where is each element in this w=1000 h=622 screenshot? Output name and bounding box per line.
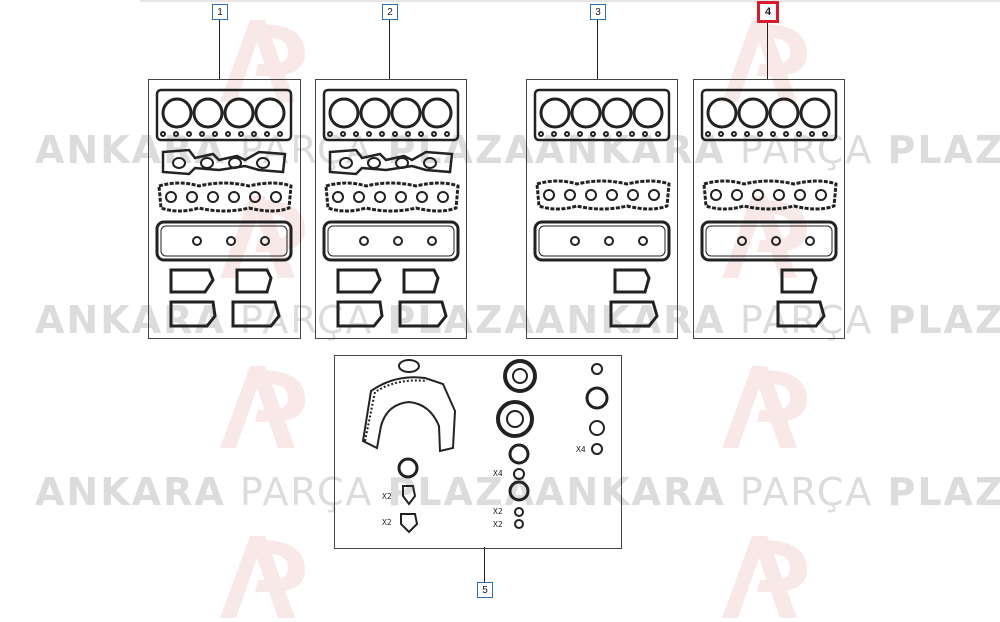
callout-2[interactable]: 2 bbox=[382, 4, 398, 20]
small-gasket-d bbox=[609, 300, 659, 328]
small-gasket-a bbox=[169, 268, 215, 294]
timing-cover-gasket bbox=[361, 376, 457, 453]
spark-plug-seal-1 bbox=[402, 485, 417, 506]
valve-cover-gasket bbox=[155, 220, 293, 262]
head-gasket bbox=[155, 88, 293, 142]
small-gasket-c bbox=[780, 268, 818, 294]
watermark-logo bbox=[722, 536, 807, 618]
leader-line-2 bbox=[389, 20, 390, 79]
qty-label: X4 bbox=[493, 469, 503, 478]
qty-label: X2 bbox=[493, 520, 503, 529]
valve-seal bbox=[513, 468, 525, 480]
oil-seal-medium bbox=[508, 443, 530, 465]
exhaust-gasket bbox=[702, 179, 838, 211]
leader-line-1 bbox=[219, 20, 220, 79]
valve-cover-gasket bbox=[533, 220, 671, 262]
gasket-set-drawing bbox=[322, 88, 460, 328]
gasket-set-panel-3[interactable] bbox=[526, 79, 678, 339]
oil-seal-large-2 bbox=[496, 400, 534, 438]
gasket-set-panel-1[interactable] bbox=[148, 79, 301, 339]
callout-1[interactable]: 1 bbox=[212, 4, 228, 20]
gasket-set-drawing bbox=[155, 88, 293, 328]
seals-panel-5[interactable]: X2 X2 X4 X2 X2 X4 bbox=[334, 355, 622, 549]
watermark-text: ANKARA PARÇA PLAZA bbox=[535, 128, 1000, 172]
leader-line-5 bbox=[484, 547, 485, 582]
watermark-text: ANKARA PARÇA PLAZA bbox=[535, 470, 1000, 514]
callout-3[interactable]: 3 bbox=[590, 4, 606, 20]
ring-3 bbox=[589, 420, 605, 436]
small-gasket-c bbox=[613, 268, 651, 294]
valve-cover-gasket bbox=[322, 220, 460, 262]
exhaust-gasket bbox=[535, 179, 671, 211]
watermark-text: ANKARA PARÇA PLAZA bbox=[535, 298, 1000, 342]
oil-seal-large-1 bbox=[503, 359, 537, 393]
gasket-set-drawing bbox=[533, 88, 671, 328]
gasket-set-panel-2[interactable] bbox=[315, 79, 467, 339]
head-gasket bbox=[700, 88, 838, 142]
qty-label: X4 bbox=[576, 445, 586, 454]
spark-plug-seal-2 bbox=[400, 513, 419, 534]
exhaust-gasket bbox=[324, 181, 460, 213]
qty-label: X2 bbox=[493, 507, 503, 516]
seal-small-1 bbox=[508, 480, 530, 502]
small-gasket-b bbox=[336, 300, 384, 328]
head-gasket bbox=[322, 88, 460, 142]
ring-2 bbox=[585, 386, 609, 410]
small-top-gasket bbox=[398, 359, 420, 373]
watermark-logo bbox=[722, 20, 807, 102]
ring-4 bbox=[591, 443, 603, 455]
valve-cover-gasket bbox=[700, 220, 838, 262]
callout-5[interactable]: 5 bbox=[477, 582, 493, 598]
seal-small-3 bbox=[514, 519, 524, 529]
watermark-logo bbox=[220, 536, 305, 618]
watermark-logo bbox=[220, 20, 305, 102]
small-gasket-c bbox=[235, 268, 273, 294]
watermark-text: ANKARA PARÇA PLAZA bbox=[35, 470, 536, 514]
small-gasket-b bbox=[169, 300, 217, 328]
qty-label: X2 bbox=[382, 492, 392, 501]
small-gasket-d bbox=[776, 300, 826, 328]
exhaust-gasket bbox=[157, 181, 293, 213]
ring-5 bbox=[397, 457, 419, 479]
small-gasket-c bbox=[402, 268, 440, 294]
callout-4-selected[interactable]: 4 bbox=[757, 1, 779, 23]
small-gasket-d bbox=[398, 300, 448, 328]
watermark-logo bbox=[220, 366, 305, 448]
seals-drawing: X2 X2 X4 X2 X2 X4 bbox=[361, 359, 609, 534]
watermark-logo bbox=[722, 196, 807, 278]
watermark-logo bbox=[722, 366, 807, 448]
small-gasket-d bbox=[231, 300, 281, 328]
top-divider bbox=[140, 0, 1000, 2]
head-gasket bbox=[533, 88, 671, 142]
leader-line-3 bbox=[597, 20, 598, 79]
leader-line-4 bbox=[767, 23, 768, 79]
intake-gasket bbox=[161, 148, 287, 176]
small-gasket-a bbox=[336, 268, 382, 294]
qty-label: X2 bbox=[382, 518, 392, 527]
gasket-set-drawing bbox=[700, 88, 838, 328]
gasket-set-panel-4[interactable] bbox=[693, 79, 845, 339]
watermark-text: ANKARA PARÇA PLAZA bbox=[35, 298, 536, 342]
seal-small-2 bbox=[514, 507, 524, 517]
intake-gasket bbox=[328, 148, 454, 176]
ring-1 bbox=[591, 363, 603, 375]
watermark-text: ANKARA PARÇA PLAZA bbox=[35, 128, 536, 172]
